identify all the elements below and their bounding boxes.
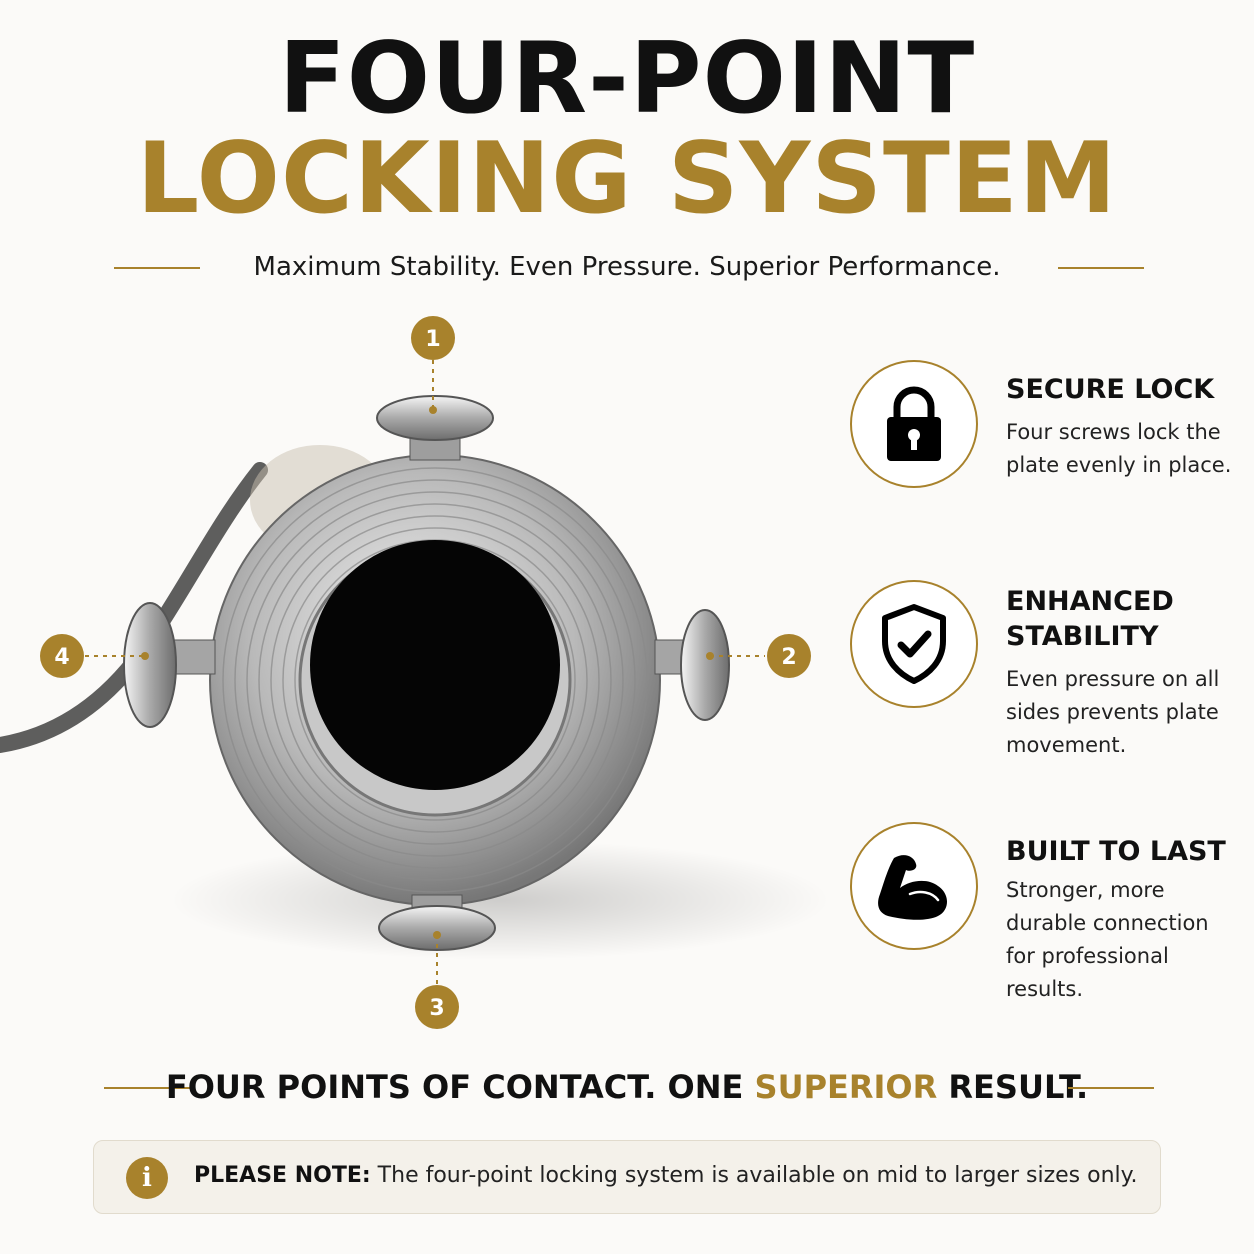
flexed-arm-icon: [850, 822, 978, 950]
padlock-icon: [850, 360, 978, 488]
tagline-part-1: FOUR POINTS OF CONTACT. ONE: [165, 1068, 755, 1106]
tagline-row: FOUR POINTS OF CONTACT. ONE SUPERIOR RES…: [0, 1064, 1254, 1114]
feature-enhanced-stability: ENHANCED STABILITY Even pressure on all …: [850, 580, 1240, 770]
screw-bottom: [378, 894, 496, 951]
note-body: The four-point locking system is availab…: [370, 1163, 1138, 1188]
feature-title-line-1: ENHANCED: [1006, 586, 1174, 617]
note-text: PLEASE NOTE: The four-point locking syst…: [194, 1163, 1138, 1188]
callout-leaders: [85, 360, 765, 985]
note-label: PLEASE NOTE:: [194, 1163, 371, 1188]
feature-description: Four screws lock the plate evenly in pla…: [1006, 420, 1232, 477]
tagline-highlight: SUPERIOR: [754, 1068, 938, 1106]
feature-built-to-last: BUILT TO LAST Stronger, more durable con…: [850, 822, 1240, 1012]
feature-secure-lock: SECURE LOCK Four screws lock the plate e…: [850, 360, 1240, 520]
title-line-2: LOCKING SYSTEM: [136, 122, 1118, 236]
feature-title: SECURE LOCK: [1006, 374, 1215, 405]
callout-anchor-dots: [141, 406, 714, 939]
tagline: FOUR POINTS OF CONTACT. ONE SUPERIOR RES…: [0, 1068, 1254, 1106]
note-box: i PLEASE NOTE: The four-point locking sy…: [93, 1140, 1161, 1214]
subtitle-row: Maximum Stability. Even Pressure. Superi…: [0, 248, 1254, 288]
feature-title-line-2: STABILITY: [1006, 621, 1159, 652]
callout-3-label: 3: [429, 996, 444, 1021]
screw-top: [376, 395, 494, 461]
screw-left: [123, 602, 216, 728]
divider-right: [1058, 267, 1144, 269]
feature-description: Even pressure on all sides prevents plat…: [1006, 667, 1220, 757]
feature-title: BUILT TO LAST: [1006, 836, 1226, 867]
center-hole: [310, 540, 560, 790]
callout-4: 4: [40, 634, 84, 678]
callout-1-label: 1: [425, 327, 440, 352]
info-icon: i: [126, 1157, 168, 1199]
divider-left: [114, 267, 200, 269]
callout-2: 2: [767, 634, 811, 678]
locking-system-illustration: 1 2 3 4: [0, 316, 830, 1029]
callout-1: 1: [411, 316, 455, 360]
divider-left: [104, 1087, 194, 1089]
callout-4-label: 4: [54, 645, 69, 670]
shield-check-icon: [850, 580, 978, 708]
tagline-part-2: RESULT.: [937, 1068, 1089, 1106]
screw-right: [654, 609, 730, 721]
feature-description: Stronger, more durable connection for pr…: [1006, 878, 1209, 1001]
ring-threads: [222, 467, 648, 893]
divider-right: [1068, 1087, 1154, 1089]
subtitle: Maximum Stability. Even Pressure. Superi…: [253, 252, 1001, 282]
callout-2-label: 2: [781, 645, 796, 670]
title-line-1: FOUR-POINT: [278, 22, 976, 136]
callout-3: 3: [415, 985, 459, 1029]
